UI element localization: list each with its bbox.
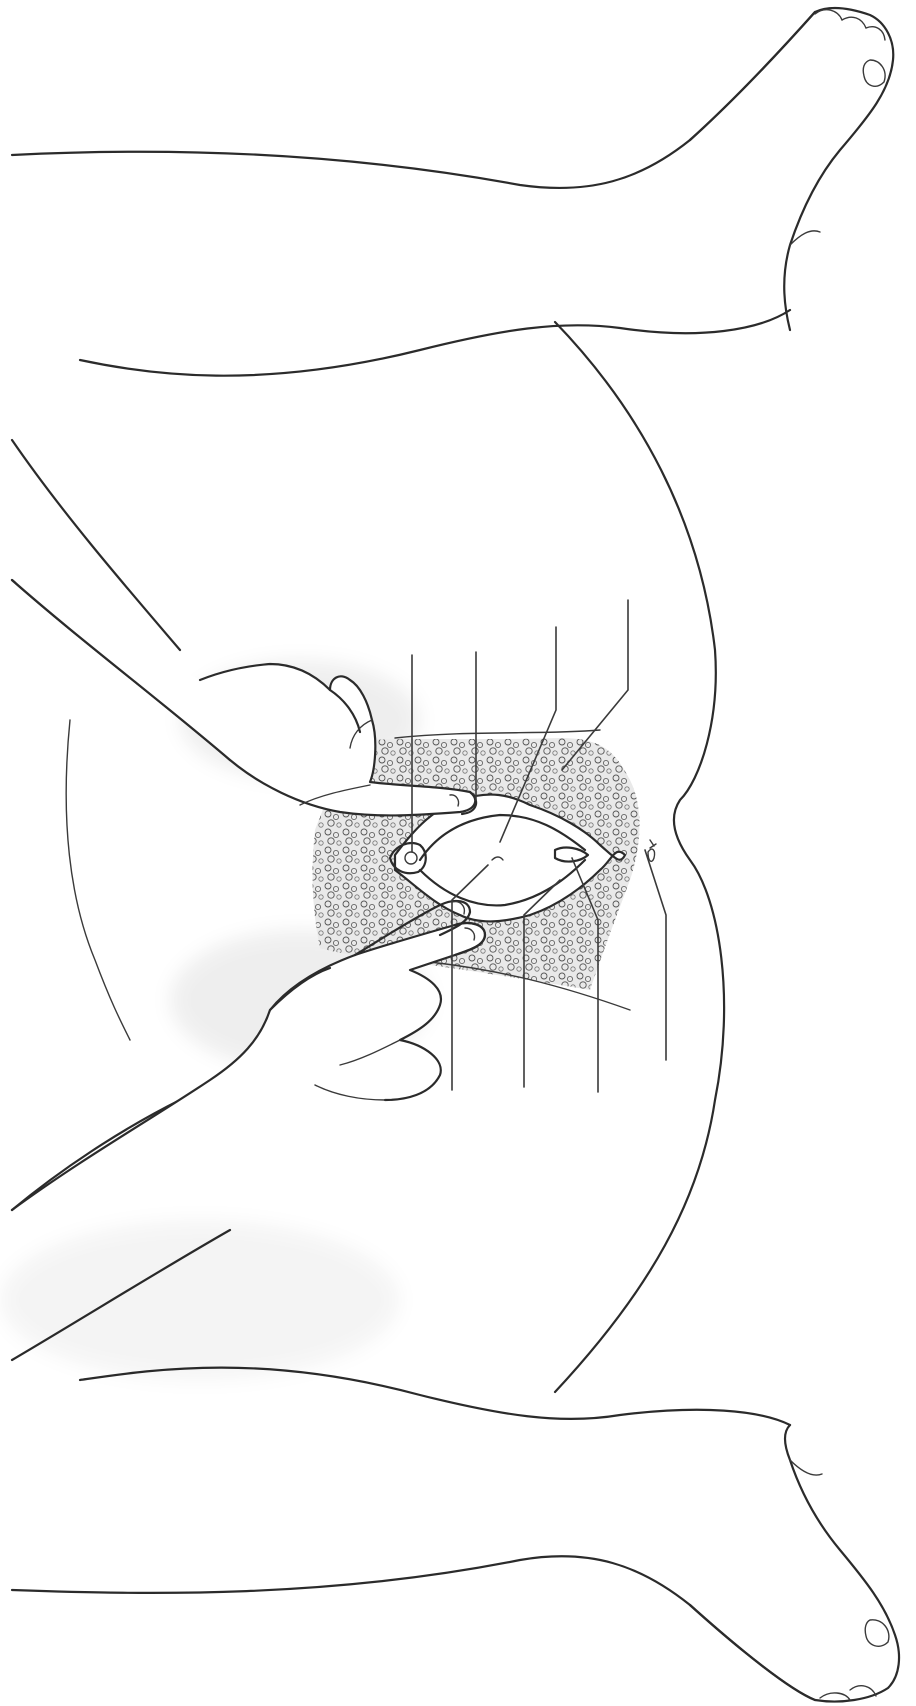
leader-line-8 bbox=[645, 850, 666, 1060]
lower-leg bbox=[12, 1368, 899, 1702]
upper-leg bbox=[12, 8, 893, 376]
upper-foot bbox=[690, 8, 893, 330]
lower-foot bbox=[690, 1425, 899, 1702]
